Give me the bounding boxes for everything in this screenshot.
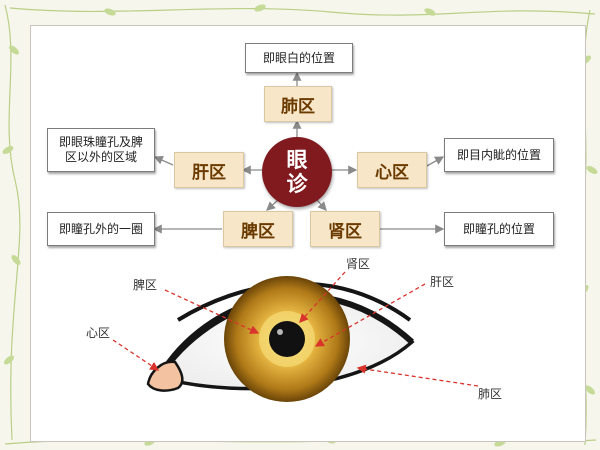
pointer-lung bbox=[356, 364, 479, 387]
eye-diagnosis-center: 眼 诊 bbox=[262, 137, 332, 207]
connector-liver-desc bbox=[153, 156, 174, 166]
pointer-spleen bbox=[164, 289, 260, 334]
connector-spleen bbox=[266, 199, 279, 211]
desc-spleen: 即瞳孔外的一圈 bbox=[47, 212, 155, 246]
zone-heart: 心区 bbox=[357, 152, 427, 188]
eye-label-kidney: 肾区 bbox=[346, 257, 371, 271]
center-title-line2: 诊 bbox=[286, 171, 308, 196]
zone-liver: 肝区 bbox=[174, 152, 244, 188]
pointer-heart bbox=[112, 339, 160, 371]
connector-kidney bbox=[316, 199, 327, 211]
desc-liver-line1: 即眼珠瞳孔及脾 bbox=[58, 135, 143, 149]
pointer-kidney bbox=[299, 271, 346, 323]
eye-label-liver: 肝区 bbox=[430, 275, 455, 289]
desc-lung: 即眼白的位置 bbox=[245, 43, 353, 73]
eye-label-spleen: 脾区 bbox=[133, 278, 158, 292]
zone-lung: 肺区 bbox=[264, 86, 332, 122]
center-title-line1: 眼 bbox=[286, 147, 308, 172]
zone-kidney: 肾区 bbox=[310, 211, 380, 247]
desc-liver: 即眼珠瞳孔及脾 区以外的区域 bbox=[47, 128, 155, 172]
desc-heart: 即目内眦的位置 bbox=[444, 138, 554, 172]
zone-spleen: 脾区 bbox=[223, 211, 293, 247]
eye-illustration bbox=[146, 276, 415, 402]
desc-liver-line2: 区以外的区域 bbox=[64, 150, 137, 164]
eye-label-lung: 肺区 bbox=[478, 387, 503, 401]
eye-label-heart: 心区 bbox=[86, 326, 111, 340]
desc-kidney: 即瞳孔的位置 bbox=[444, 212, 554, 246]
connector-heart-desc bbox=[424, 156, 445, 168]
